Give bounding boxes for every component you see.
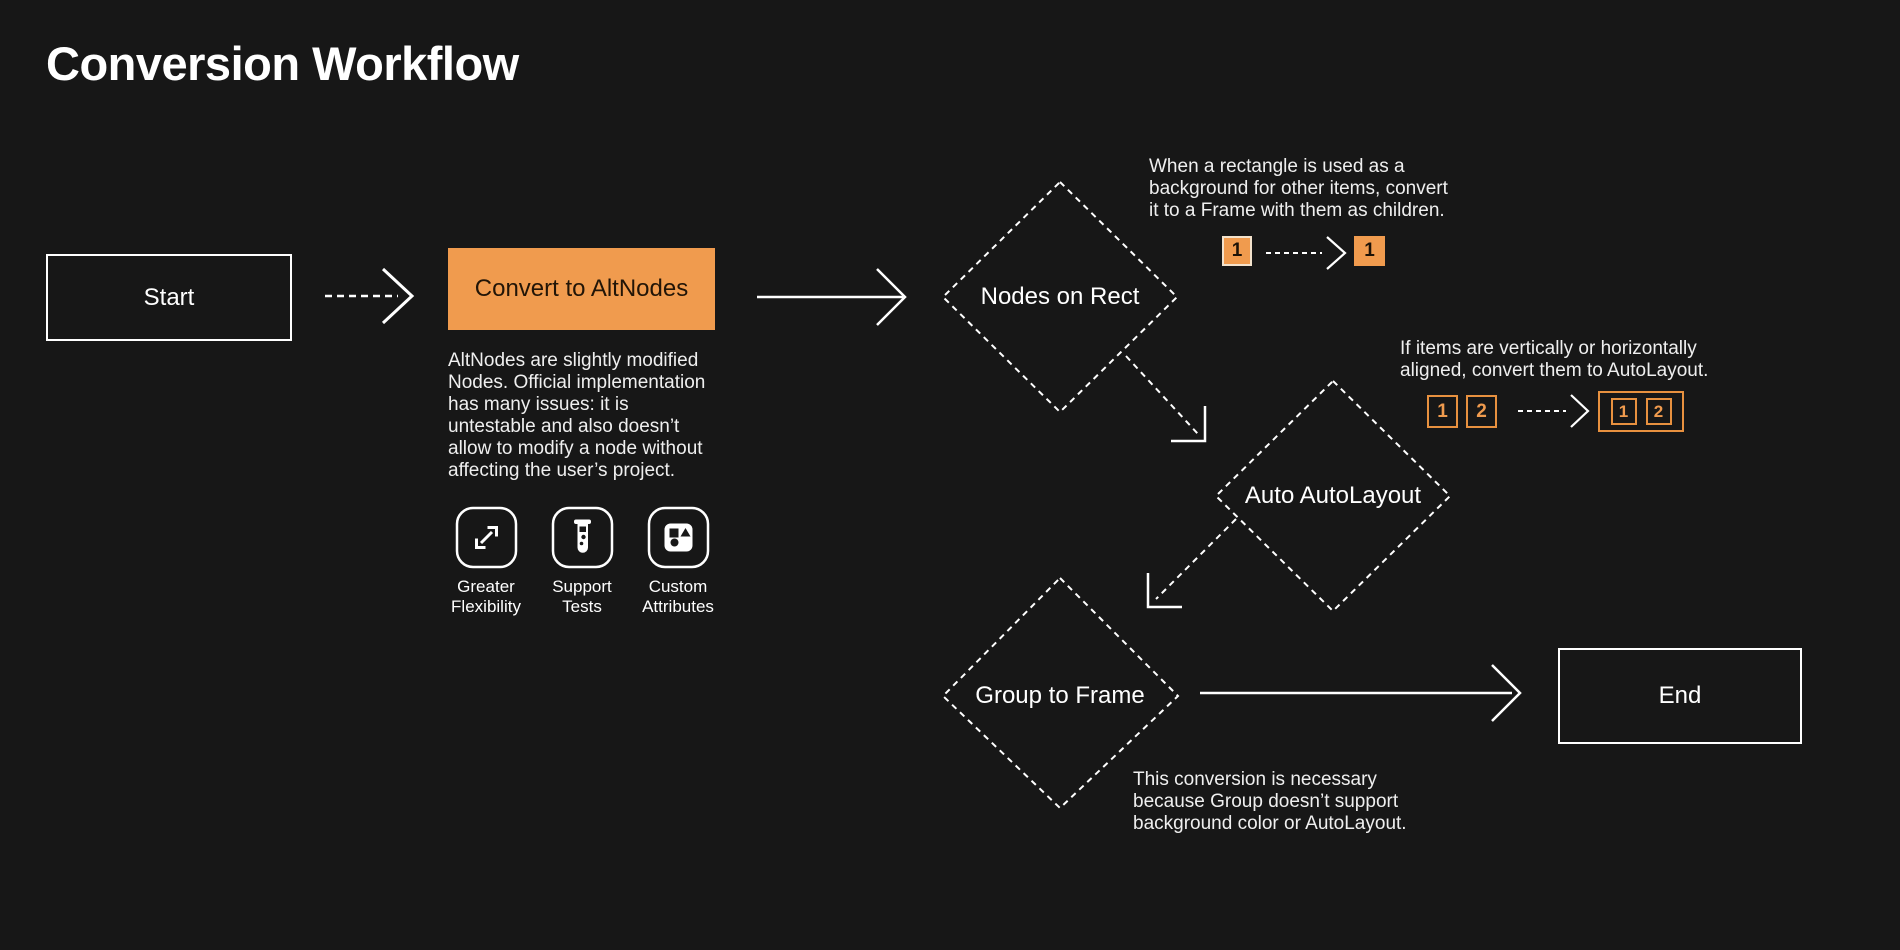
- node-end-label: End: [1658, 682, 1702, 709]
- node-convert-to-altnodes: Convert to AltNodes: [448, 248, 715, 330]
- annotation-rect-to-frame: When a rectangle is used as a background…: [1149, 156, 1448, 221]
- arrowhead-chip-auto: [1570, 394, 1590, 428]
- feature-label: Support Tests: [552, 577, 612, 616]
- arrowhead-start-to-convert: [381, 267, 415, 325]
- arrow-rect-to-auto: [1125, 355, 1199, 435]
- expand-diagonal-icon: [455, 506, 517, 569]
- chip-auto-after-1: 1: [1610, 398, 1637, 425]
- chip-auto-before-1: 1: [1427, 395, 1458, 428]
- feature-custom-attributes: Custom Attributes: [630, 506, 726, 617]
- autolayout-container: 1 2: [1598, 391, 1684, 432]
- feature-support-tests: Support Tests: [534, 506, 630, 617]
- shapes-icon: [647, 506, 709, 569]
- node-end: End: [1558, 648, 1802, 744]
- node-start-label: Start: [143, 283, 195, 311]
- chip-rect-before: 1: [1222, 236, 1252, 266]
- annotation-autolayout: If items are vertically or horizontally …: [1400, 338, 1709, 381]
- node-convert-label: Convert to AltNodes: [474, 275, 689, 302]
- feature-label: Greater Flexibility: [451, 577, 521, 616]
- chip-auto-before-2: 2: [1466, 395, 1497, 428]
- node-group-to-frame-label: Group to Frame: [975, 682, 1145, 709]
- page-title: Conversion Workflow: [46, 37, 519, 90]
- arrowhead-group-to-end: [1491, 664, 1522, 722]
- diamond-group-to-frame: [941, 576, 1180, 810]
- altnodes-features: Greater Flexibility Support Tests Custom: [438, 506, 726, 617]
- feature-label: Custom Attributes: [642, 577, 714, 616]
- arrowhead-auto-to-group: [1146, 573, 1182, 609]
- arrowhead-chip-rect: [1326, 236, 1347, 270]
- node-nodes-on-rect-label: Nodes on Rect: [980, 283, 1140, 310]
- arrowhead-rect-to-auto: [1171, 406, 1207, 443]
- chip-auto-after-2: 2: [1645, 398, 1672, 425]
- altnodes-description: AltNodes are slightly modified Nodes. Of…: [448, 350, 706, 481]
- annotation-group-to-frame: This conversion is necessary because Gro…: [1133, 769, 1407, 834]
- arrow-auto-to-group: [1155, 518, 1237, 600]
- node-auto-autolayout-label: Auto AutoLayout: [1244, 482, 1422, 509]
- feature-greater-flexibility: Greater Flexibility: [438, 506, 534, 617]
- node-start: Start: [46, 254, 292, 341]
- test-tube-icon: [551, 506, 613, 569]
- chip-rect-after: 1: [1354, 236, 1385, 266]
- arrowhead-convert-to-rect: [876, 268, 907, 326]
